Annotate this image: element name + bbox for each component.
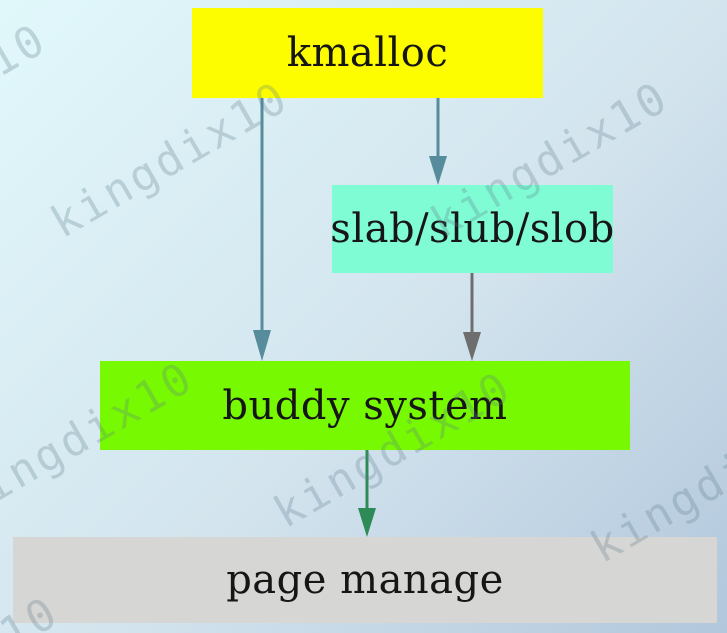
node-kmalloc: kmalloc bbox=[192, 8, 543, 98]
edge-buddy-page-arrowhead-icon bbox=[358, 508, 376, 537]
node-buddy-system-label: buddy system bbox=[222, 382, 508, 429]
watermark-text: kingdix10 bbox=[42, 71, 298, 249]
node-buddy-system: buddy system bbox=[100, 361, 630, 450]
node-slab-slub-slob: slab/slub/slob bbox=[330, 185, 615, 273]
edge-kmalloc-slab-arrowhead-icon bbox=[429, 156, 447, 185]
node-kmalloc-label: kmalloc bbox=[286, 30, 449, 76]
node-slab-slub-slob-label: slab/slub/slob bbox=[330, 206, 615, 252]
watermark-text: kingdix10 bbox=[0, 13, 56, 191]
edge-kmalloc-buddy-arrowhead-icon bbox=[253, 330, 271, 361]
node-page-manage: page manage bbox=[13, 537, 717, 623]
edge-slab-buddy-arrowhead-icon bbox=[463, 332, 481, 361]
node-page-manage-label: page manage bbox=[226, 557, 504, 603]
